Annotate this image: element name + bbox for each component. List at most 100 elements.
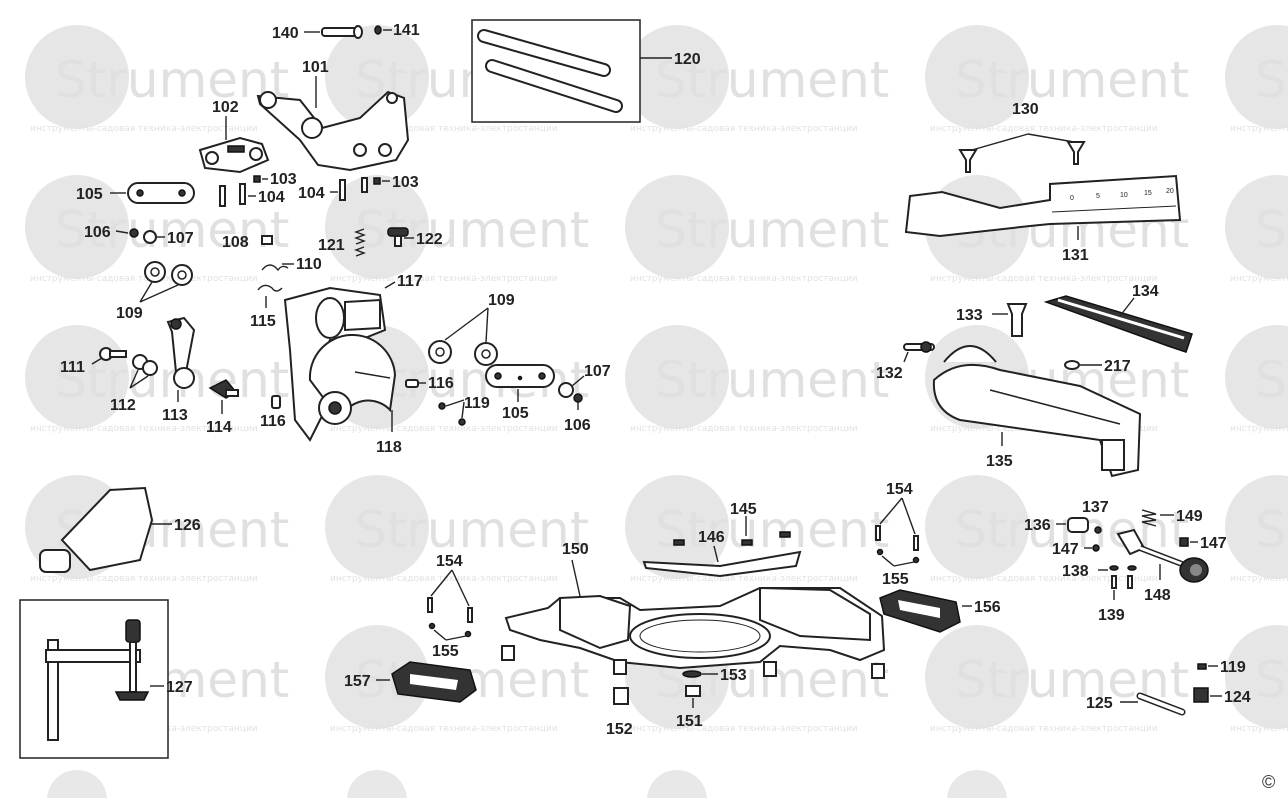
svg-text:15: 15 xyxy=(1144,190,1152,197)
part-112-washer xyxy=(142,360,158,376)
label-147b: 147 xyxy=(1200,535,1227,552)
part-154-screw xyxy=(913,535,919,551)
label-154b: 154 xyxy=(886,481,913,498)
label-133: 133 xyxy=(956,307,983,324)
part-135-miter-arm xyxy=(932,345,1142,478)
label-118: 118 xyxy=(376,439,402,456)
label-110: 110 xyxy=(296,256,322,273)
label-130: 130 xyxy=(1012,101,1039,118)
part-155-washer xyxy=(912,556,920,564)
part-155-washer xyxy=(428,622,436,630)
label-122: 122 xyxy=(416,231,443,248)
fence-scale: 0 5 10 15 20 xyxy=(1070,188,1174,202)
part-138-pin xyxy=(1109,565,1119,571)
part-105-plate xyxy=(485,364,555,388)
svg-text:инструменты-садовая техника-эл: инструменты-садовая техника-электростанц… xyxy=(930,724,1158,734)
part-119-screw xyxy=(438,402,446,410)
part-122-knob xyxy=(387,227,409,247)
svg-text:Strument: Strument xyxy=(355,501,589,559)
part-105-plate xyxy=(127,182,195,204)
part-133-pin xyxy=(1006,303,1028,337)
label-107b: 107 xyxy=(584,363,611,380)
part-108-bushing xyxy=(261,235,273,245)
label-134: 134 xyxy=(1132,283,1159,300)
label-146: 146 xyxy=(698,529,725,546)
label-155a: 155 xyxy=(432,643,459,660)
label-141: 141 xyxy=(393,22,420,39)
watermark: Strument инструменты-садовая техника-эле… xyxy=(25,175,289,284)
part-120-rods xyxy=(477,29,623,113)
part-147-screw xyxy=(1092,544,1100,552)
svg-text:Strument: Strument xyxy=(1255,651,1288,709)
part-155-washer xyxy=(464,630,472,638)
svg-text:инструменты-садовая техника-эл: инструменты-садовая техника-электростанц… xyxy=(330,424,558,434)
label-152: 152 xyxy=(606,721,633,738)
part-102-bracket xyxy=(198,136,270,174)
svg-text:инструменты-садовая техника-эл: инструменты-садовая техника-электростанц… xyxy=(1230,574,1288,584)
label-131: 131 xyxy=(1062,247,1089,264)
label-126: 126 xyxy=(174,517,201,534)
part-107-washer xyxy=(143,230,157,244)
svg-text:инструменты-садовая техника-эл: инструменты-садовая техника-электростанц… xyxy=(30,574,258,584)
label-115: 115 xyxy=(250,313,276,330)
part-107-washer xyxy=(558,382,574,398)
part-130-screw xyxy=(958,149,978,173)
part-217-o-ring xyxy=(1064,360,1080,370)
part-152-foot xyxy=(613,687,629,705)
part-156-extension xyxy=(879,589,961,633)
part-116-pin xyxy=(271,395,281,409)
svg-text:инструменты-садовая техника-эл: инструменты-садовая техника-электростанц… xyxy=(930,124,1158,134)
svg-text:инструменты-садовая техника-эл: инструменты-садовая техника-электростанц… xyxy=(30,274,258,284)
label-111: 111 xyxy=(60,359,85,376)
part-125-rod xyxy=(1136,692,1186,716)
watermark: Strument инструменты-садовая техника-эле… xyxy=(1225,175,1288,284)
svg-text:0: 0 xyxy=(1070,195,1074,202)
label-109a: 109 xyxy=(116,305,143,322)
watermark: Strument инструменты-садовая техника-эле… xyxy=(1225,325,1288,434)
watermark: Strument инструменты-садовая техника-эле… xyxy=(625,475,889,584)
label-121: 121 xyxy=(318,237,345,254)
label-147a: 147 xyxy=(1052,541,1079,558)
label-119b: 119 xyxy=(1220,659,1246,676)
svg-text:Strument: Strument xyxy=(1255,51,1288,109)
label-154a: 154 xyxy=(436,553,463,570)
part-138-pin xyxy=(1127,565,1137,571)
label-105a: 105 xyxy=(76,186,103,203)
label-107a: 107 xyxy=(167,230,194,247)
label-140: 140 xyxy=(272,25,299,42)
label-156: 156 xyxy=(974,599,1001,616)
part-149-spring xyxy=(1141,509,1157,527)
label-112: 112 xyxy=(110,397,136,414)
part-139-screw xyxy=(1127,575,1133,589)
part-115-clip xyxy=(257,284,283,292)
svg-text:инструменты-садовая техника-эл: инструменты-садовая техника-электростанц… xyxy=(30,424,258,434)
svg-text:инструменты-садовая техника-эл: инструменты-садовая техника-электростанц… xyxy=(630,574,858,584)
part-141-washer xyxy=(374,25,382,35)
watermark: Strument инструменты-садовая техника-эле… xyxy=(1225,475,1288,584)
label-151: 151 xyxy=(676,713,703,730)
watermark: Strument инструменты-садовая техника-эле… xyxy=(925,25,1189,134)
part-150-base xyxy=(501,586,886,679)
label-108: 108 xyxy=(222,234,249,251)
watermark: Strument инструменты-садовая техника-эле… xyxy=(25,325,289,434)
part-103-nut xyxy=(253,175,261,183)
label-101: 101 xyxy=(302,59,329,76)
watermark: Strument инструменты-садовая техника-эле… xyxy=(925,475,1189,584)
svg-text:5: 5 xyxy=(1096,193,1100,200)
svg-text:инструменты-садовая техника-эл: инструменты-садовая техника-электростанц… xyxy=(630,274,858,284)
part-113-lever xyxy=(166,316,196,389)
svg-text:Strument: Strument xyxy=(55,351,289,409)
label-127: 127 xyxy=(166,679,193,696)
svg-text:Strument: Strument xyxy=(1255,501,1288,559)
part-127-frame xyxy=(19,599,169,759)
part-103-nut xyxy=(373,177,381,185)
svg-text:инструменты-садовая техника-эл: инструменты-садовая техника-электростанц… xyxy=(1230,274,1288,284)
label-119a: 119 xyxy=(464,395,490,412)
label-102: 102 xyxy=(212,99,239,116)
part-101-arm xyxy=(256,90,410,172)
part-136-sleeve xyxy=(1067,517,1089,533)
label-138: 138 xyxy=(1062,563,1089,580)
label-104b: 104 xyxy=(298,185,325,202)
